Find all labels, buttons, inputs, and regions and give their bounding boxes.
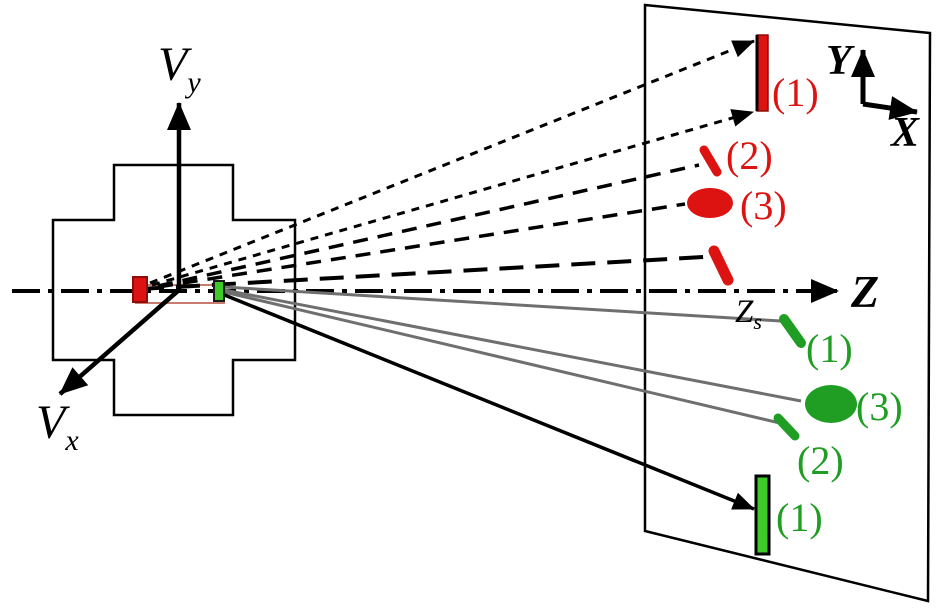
projection-screen-plane [643, 3, 932, 603]
red-bar-label: (1) [772, 70, 819, 115]
vx-axis-label-sub: x [64, 424, 79, 457]
red-projection-ray-dash2 [157, 163, 700, 288]
green-dash2-label: (2) [797, 438, 844, 483]
zs-label: Zs [735, 294, 762, 334]
camera-body-outline [51, 163, 297, 417]
vy-axis-label-main: V [158, 38, 192, 91]
screen-x-axis-line [862, 96, 918, 120]
red-sensor-bar [132, 276, 148, 303]
screen-green-bar-1 [754, 474, 771, 556]
screen-green-dash-2 [773, 413, 800, 441]
zs-label-sub: s [753, 309, 762, 334]
vx-axis-line [58, 288, 181, 396]
red-projection-ray-ellipse3 [157, 202, 686, 289]
screen-red-dash-2 [699, 145, 722, 177]
screen-y-axis-label: Y [826, 38, 855, 84]
zs-label-main: Z [735, 294, 754, 330]
vx-axis-label: Vx [36, 396, 79, 457]
vy-axis-label-sub: y [184, 66, 201, 99]
screen-green-dash-1 [779, 314, 806, 348]
screen-green-ellipse-3 [805, 385, 857, 423]
screen-red-ellipse-3 [687, 188, 733, 218]
red-dash-label: (2) [726, 133, 773, 178]
green-projection-ray-bar [221, 292, 755, 511]
screen-x-axis-label: X [889, 110, 920, 156]
screen-red-lower-dash [708, 245, 734, 286]
red-projection-ray-bar-top [149, 39, 755, 285]
red-ellipse-label: (3) [740, 183, 787, 228]
green-projection-ray-ellipse3 [223, 288, 802, 403]
green-ellipse-label: (3) [856, 384, 903, 429]
green-sensor-bar [213, 280, 225, 302]
green-projection-ray-dash1 [223, 285, 782, 323]
green-bar-label: (1) [776, 495, 823, 540]
z-axis-label: Z [850, 266, 879, 317]
green-dash1-label: (1) [806, 326, 853, 371]
green-projection-ray-dash2 [223, 290, 785, 426]
screen-red-bar-1 [756, 34, 769, 112]
vx-axis-label-main: V [36, 396, 70, 449]
red-projection-ray-lower-dash [139, 255, 705, 291]
vy-axis-label: Vy [158, 38, 201, 99]
